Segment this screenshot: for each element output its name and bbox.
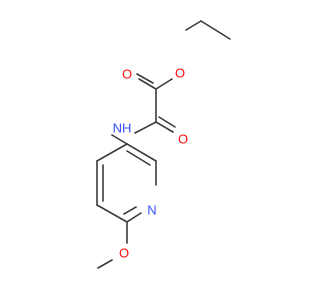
bond-ester-c-o-double-a bbox=[138, 78, 157, 90]
bonds bbox=[96, 20, 231, 269]
bond-amide-c-o-double-a bbox=[155, 121, 174, 133]
bond-ring-3-inner bbox=[123, 206, 137, 215]
atom-nh: NH bbox=[113, 121, 132, 136]
bond-ethyl-c1-o bbox=[185, 20, 202, 31]
atom-n-ring: N bbox=[147, 203, 156, 218]
atom-o-methoxy: O bbox=[119, 246, 129, 261]
bond-ring-6 bbox=[96, 143, 128, 162]
bond-nh-ring bbox=[111, 134, 128, 145]
bond-ring-1 bbox=[126, 143, 157, 162]
bond-ring-4 bbox=[96, 204, 128, 223]
bond-ester-c-o-double-b bbox=[136, 73, 154, 84]
bond-amide-c-nh bbox=[134, 121, 157, 134]
atom-o-carbonyl-ester: O bbox=[122, 67, 132, 82]
bond-ethyl-c1-c2 bbox=[200, 20, 231, 40]
bond-o-ester-c bbox=[155, 78, 173, 90]
atom-o-carbonyl-amide: O bbox=[178, 132, 188, 147]
atom-o-ester: O bbox=[175, 66, 185, 81]
bond-ring-3 bbox=[126, 212, 142, 223]
atom-labels: O O O NH N O bbox=[113, 66, 188, 261]
bond-ring-1-inner bbox=[126, 150, 151, 166]
bond-o-methyl bbox=[97, 259, 113, 269]
bond-amide-c-o-double-b bbox=[158, 116, 176, 128]
molecule-structure: O O O NH N O bbox=[96, 20, 231, 269]
